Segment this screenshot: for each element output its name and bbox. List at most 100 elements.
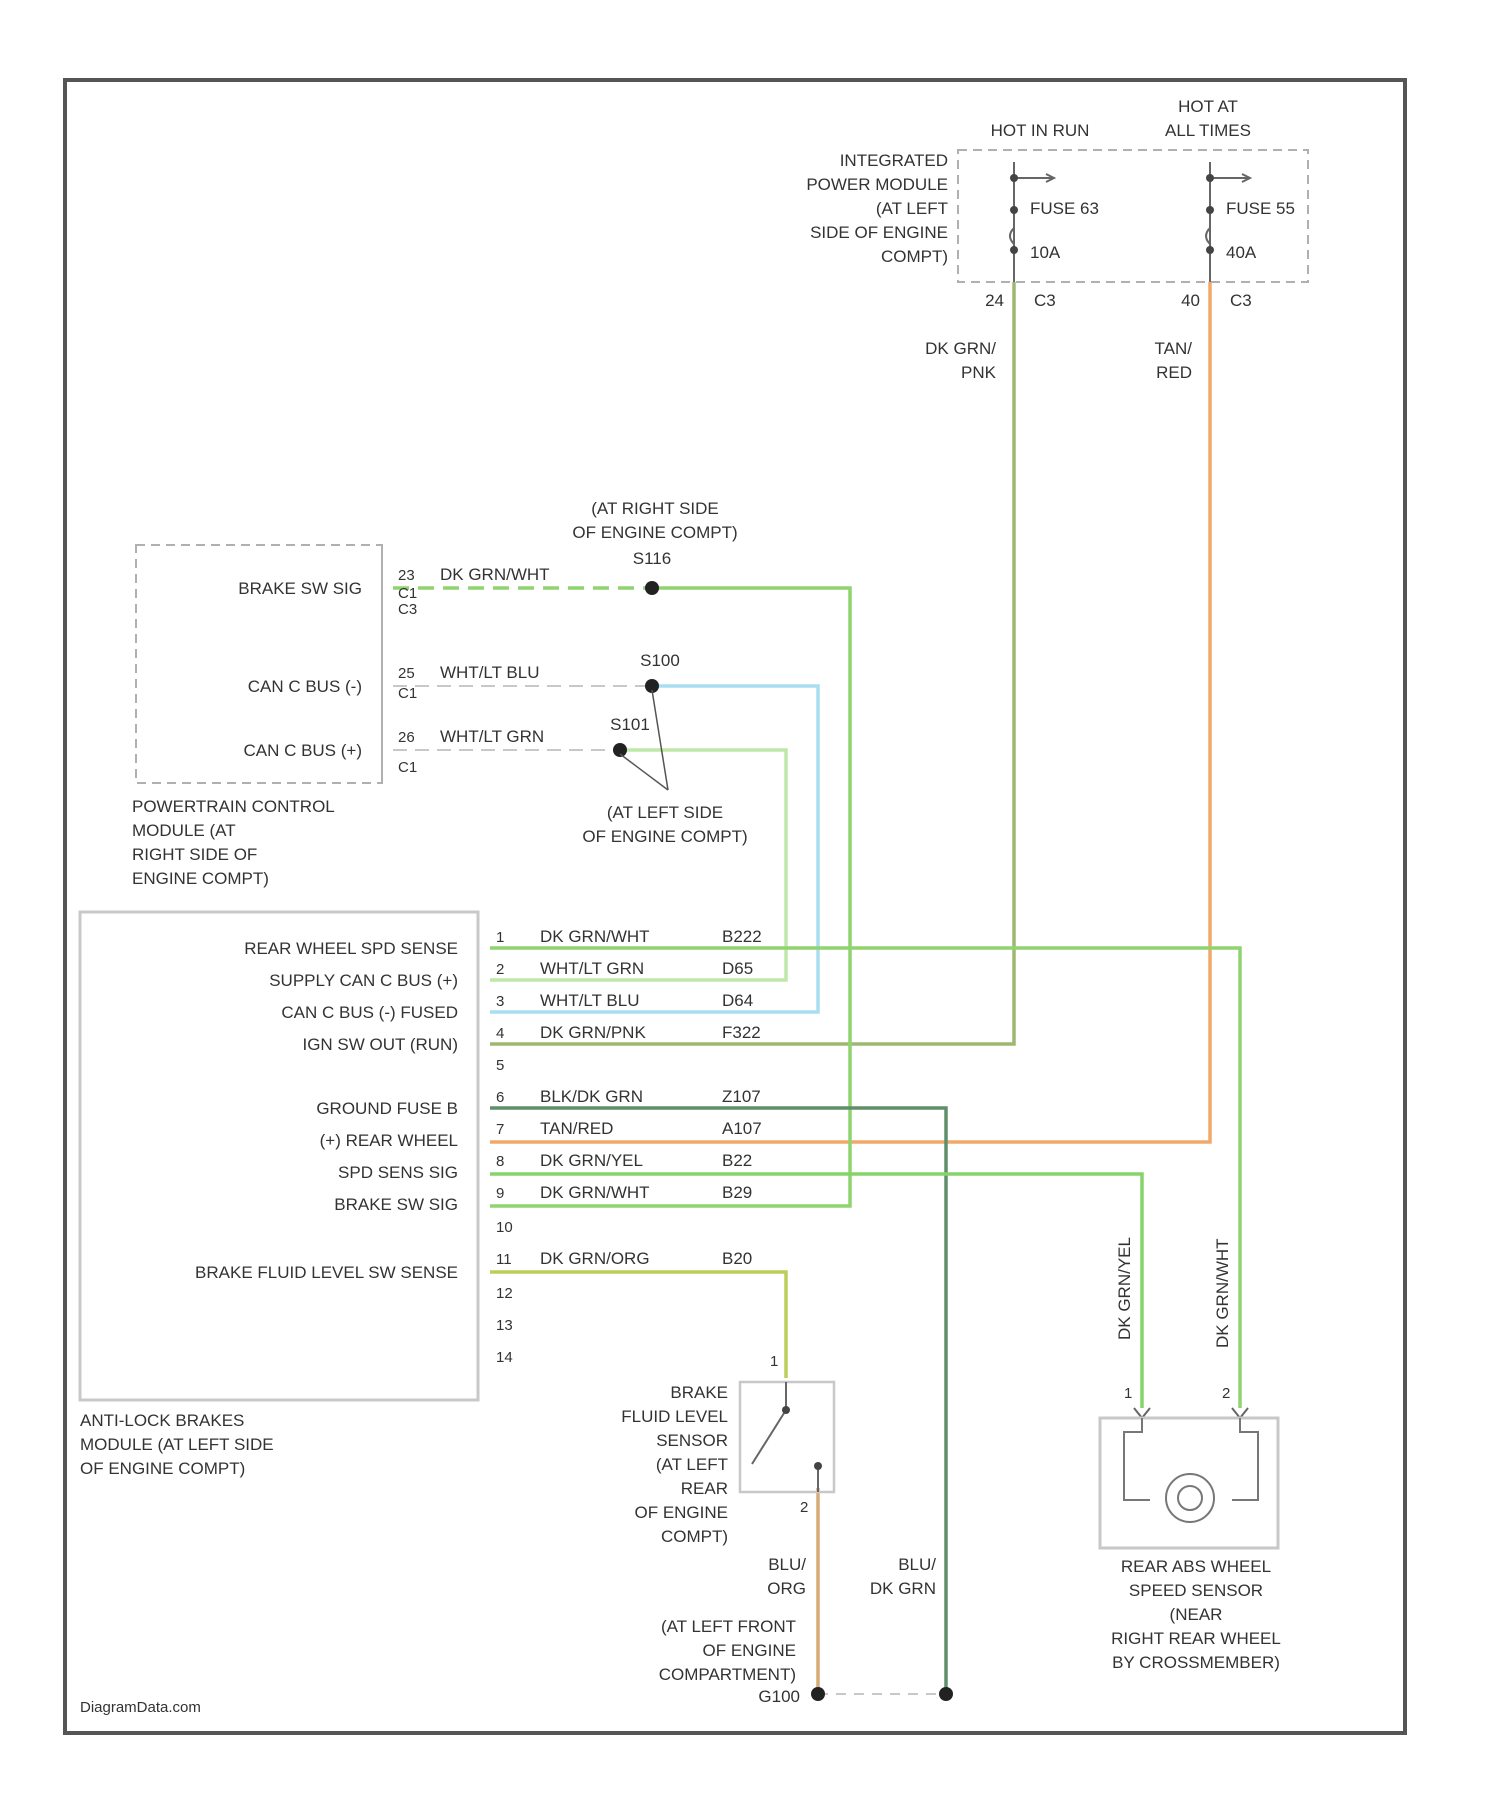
wire-tan-red-label-2: RED: [1156, 363, 1192, 382]
svg-text:OF ENGINE: OF ENGINE: [702, 1641, 796, 1660]
fuse-63-node-1: [1010, 174, 1018, 182]
pcm-label-can-plus: CAN C BUS (+): [243, 741, 362, 760]
svg-text:14: 14: [496, 1349, 513, 1366]
svg-text:WHT/LT GRN: WHT/LT GRN: [540, 959, 644, 978]
svg-text:Z107: Z107: [722, 1087, 761, 1106]
svg-text:B20: B20: [722, 1249, 752, 1268]
abs-wire-labels: DK GRN/WHT B222 WHT/LT GRN D65 WHT/LT BL…: [540, 927, 762, 1268]
svg-text:B22: B22: [722, 1151, 752, 1170]
svg-text:F322: F322: [722, 1023, 761, 1042]
pcm-label-can-minus: CAN C BUS (-): [248, 677, 362, 696]
wheel-pin-2: 2: [1222, 1385, 1230, 1402]
ground-location: (AT LEFT FRONT OF ENGINE COMPARTMENT): [659, 1617, 796, 1684]
svg-text:COMPT): COMPT): [881, 247, 948, 266]
abs-label-pin7: (+) REAR WHEEL: [320, 1131, 458, 1150]
pcm-name: POWERTRAIN CONTROL MODULE (AT RIGHT SIDE…: [132, 797, 335, 888]
fluid-sensor-node-1: [782, 1406, 790, 1414]
ground-wire-a-label-1: BLU/: [768, 1555, 806, 1574]
svg-text:POWER MODULE: POWER MODULE: [806, 175, 948, 194]
ipm-name: INTEGRATED POWER MODULE (AT LEFT SIDE OF…: [806, 151, 948, 266]
svg-text:MODULE (AT: MODULE (AT: [132, 821, 236, 840]
ground-wire-b-label-1: BLU/: [898, 1555, 936, 1574]
fuse-55-node-3: [1206, 246, 1214, 254]
ground-wire-b-label-2: DK GRN: [870, 1579, 936, 1598]
fuse-63-name: FUSE 63: [1030, 199, 1099, 218]
wheel-sensor-box: [1100, 1418, 1278, 1548]
fluid-sensor-pin-1: 1: [770, 1353, 778, 1370]
abs-label-pin6: GROUND FUSE B: [316, 1099, 458, 1118]
fuse-55-node-2: [1206, 206, 1214, 214]
svg-text:FLUID LEVEL: FLUID LEVEL: [621, 1407, 728, 1426]
svg-text:D64: D64: [722, 991, 753, 1010]
fuse-55-rating: 40A: [1226, 243, 1257, 262]
pcm-wire-can-plus: WHT/LT GRN: [440, 727, 544, 746]
ipm-conn-a: C3: [1034, 291, 1056, 310]
fluid-sensor-node-2: [814, 1462, 822, 1470]
abs-label-pin11: BRAKE FLUID LEVEL SW SENSE: [195, 1263, 458, 1282]
svg-text:SENSOR: SENSOR: [656, 1431, 728, 1450]
abs-label-pin4: IGN SW OUT (RUN): [302, 1035, 458, 1054]
fuse-55-node-1: [1206, 174, 1214, 182]
splice-s116: [645, 581, 659, 595]
svg-text:BLK/DK GRN: BLK/DK GRN: [540, 1087, 643, 1106]
fluid-sensor-switch-icon: [752, 1382, 818, 1492]
wire-dk-grn-pnk-label-2: PNK: [961, 363, 997, 382]
svg-text:11: 11: [496, 1251, 512, 1268]
pcm-pin-26: 26: [398, 729, 415, 746]
wire-tan-red-label-1: TAN/: [1155, 339, 1193, 358]
wheel-sensor-name: REAR ABS WHEEL SPEED SENSOR (NEAR RIGHT …: [1111, 1557, 1281, 1672]
svg-text:B29: B29: [722, 1183, 752, 1202]
pcm-conn-c3: C3: [398, 601, 417, 618]
watermark: DiagramData.com: [80, 1699, 201, 1716]
pcm-wire-brake-sw: DK GRN/WHT: [440, 565, 550, 584]
fuse-63-node-3: [1010, 246, 1018, 254]
svg-text:DK GRN/WHT: DK GRN/WHT: [540, 927, 650, 946]
ground-point-b: [939, 1687, 953, 1701]
ipm-pin-24: 24: [985, 291, 1004, 310]
svg-text:TAN/RED: TAN/RED: [540, 1119, 613, 1138]
svg-text:6: 6: [496, 1089, 504, 1106]
svg-text:DK GRN/WHT: DK GRN/WHT: [540, 1183, 650, 1202]
svg-text:SPEED SENSOR: SPEED SENSOR: [1129, 1581, 1263, 1600]
svg-text:1: 1: [496, 929, 504, 946]
abs-label-pin2: SUPPLY CAN C BUS (+): [269, 971, 458, 990]
svg-text:(NEAR: (NEAR: [1170, 1605, 1223, 1624]
svg-text:COMPARTMENT): COMPARTMENT): [659, 1665, 796, 1684]
fuse-55-name: FUSE 55: [1226, 199, 1295, 218]
abs-label-pin8: SPD SENS SIG: [338, 1163, 458, 1182]
pcm-conn-26: C1: [398, 759, 417, 776]
svg-text:BRAKE: BRAKE: [670, 1383, 728, 1402]
svg-text:OF ENGINE COMPT): OF ENGINE COMPT): [80, 1459, 245, 1478]
svg-text:ANTI-LOCK BRAKES: ANTI-LOCK BRAKES: [80, 1411, 244, 1430]
diagram-frame: [65, 80, 1405, 1733]
splice-s116-label: S116: [633, 549, 671, 568]
fluid-sensor-name: BRAKE FLUID LEVEL SENSOR (AT LEFT REAR O…: [621, 1383, 728, 1546]
abs-label-pin3: CAN C BUS (-) FUSED: [281, 1003, 458, 1022]
ground-point-a: [811, 1687, 825, 1701]
svg-text:REAR: REAR: [681, 1479, 728, 1498]
svg-text:A107: A107: [722, 1119, 762, 1138]
svg-text:SIDE OF ENGINE: SIDE OF ENGINE: [810, 223, 948, 242]
svg-text:MODULE (AT LEFT SIDE: MODULE (AT LEFT SIDE: [80, 1435, 274, 1454]
wheel-wire-2-label: DK GRN/WHT: [1213, 1238, 1232, 1348]
wheel-pin-1: 1: [1124, 1385, 1132, 1402]
svg-text:13: 13: [496, 1317, 513, 1334]
fluid-sensor-pin-2: 2: [800, 1499, 808, 1516]
splice-loc-left-1: (AT LEFT SIDE: [607, 803, 723, 822]
svg-text:POWERTRAIN CONTROL: POWERTRAIN CONTROL: [132, 797, 335, 816]
svg-text:DK GRN/ORG: DK GRN/ORG: [540, 1249, 650, 1268]
svg-text:WHT/LT BLU: WHT/LT BLU: [540, 991, 640, 1010]
abs-pin-numbers: 1 2 3 4 5 6 7 8 9 10 11 12 13 14: [496, 929, 513, 1366]
svg-text:RIGHT REAR WHEEL: RIGHT REAR WHEEL: [1111, 1629, 1281, 1648]
svg-text:(AT LEFT: (AT LEFT: [656, 1455, 728, 1474]
hot-at-all-times-label-1: HOT AT: [1178, 97, 1238, 116]
splice-s100-label: S100: [640, 651, 680, 670]
svg-text:B222: B222: [722, 927, 762, 946]
splice-loc-right-1: (AT RIGHT SIDE: [591, 499, 719, 518]
wire-dk-grn-pnk-label-1: DK GRN/: [925, 339, 996, 358]
svg-text:5: 5: [496, 1057, 504, 1074]
splice-leader-lines: [620, 690, 668, 790]
svg-text:DK GRN/PNK: DK GRN/PNK: [540, 1023, 646, 1042]
